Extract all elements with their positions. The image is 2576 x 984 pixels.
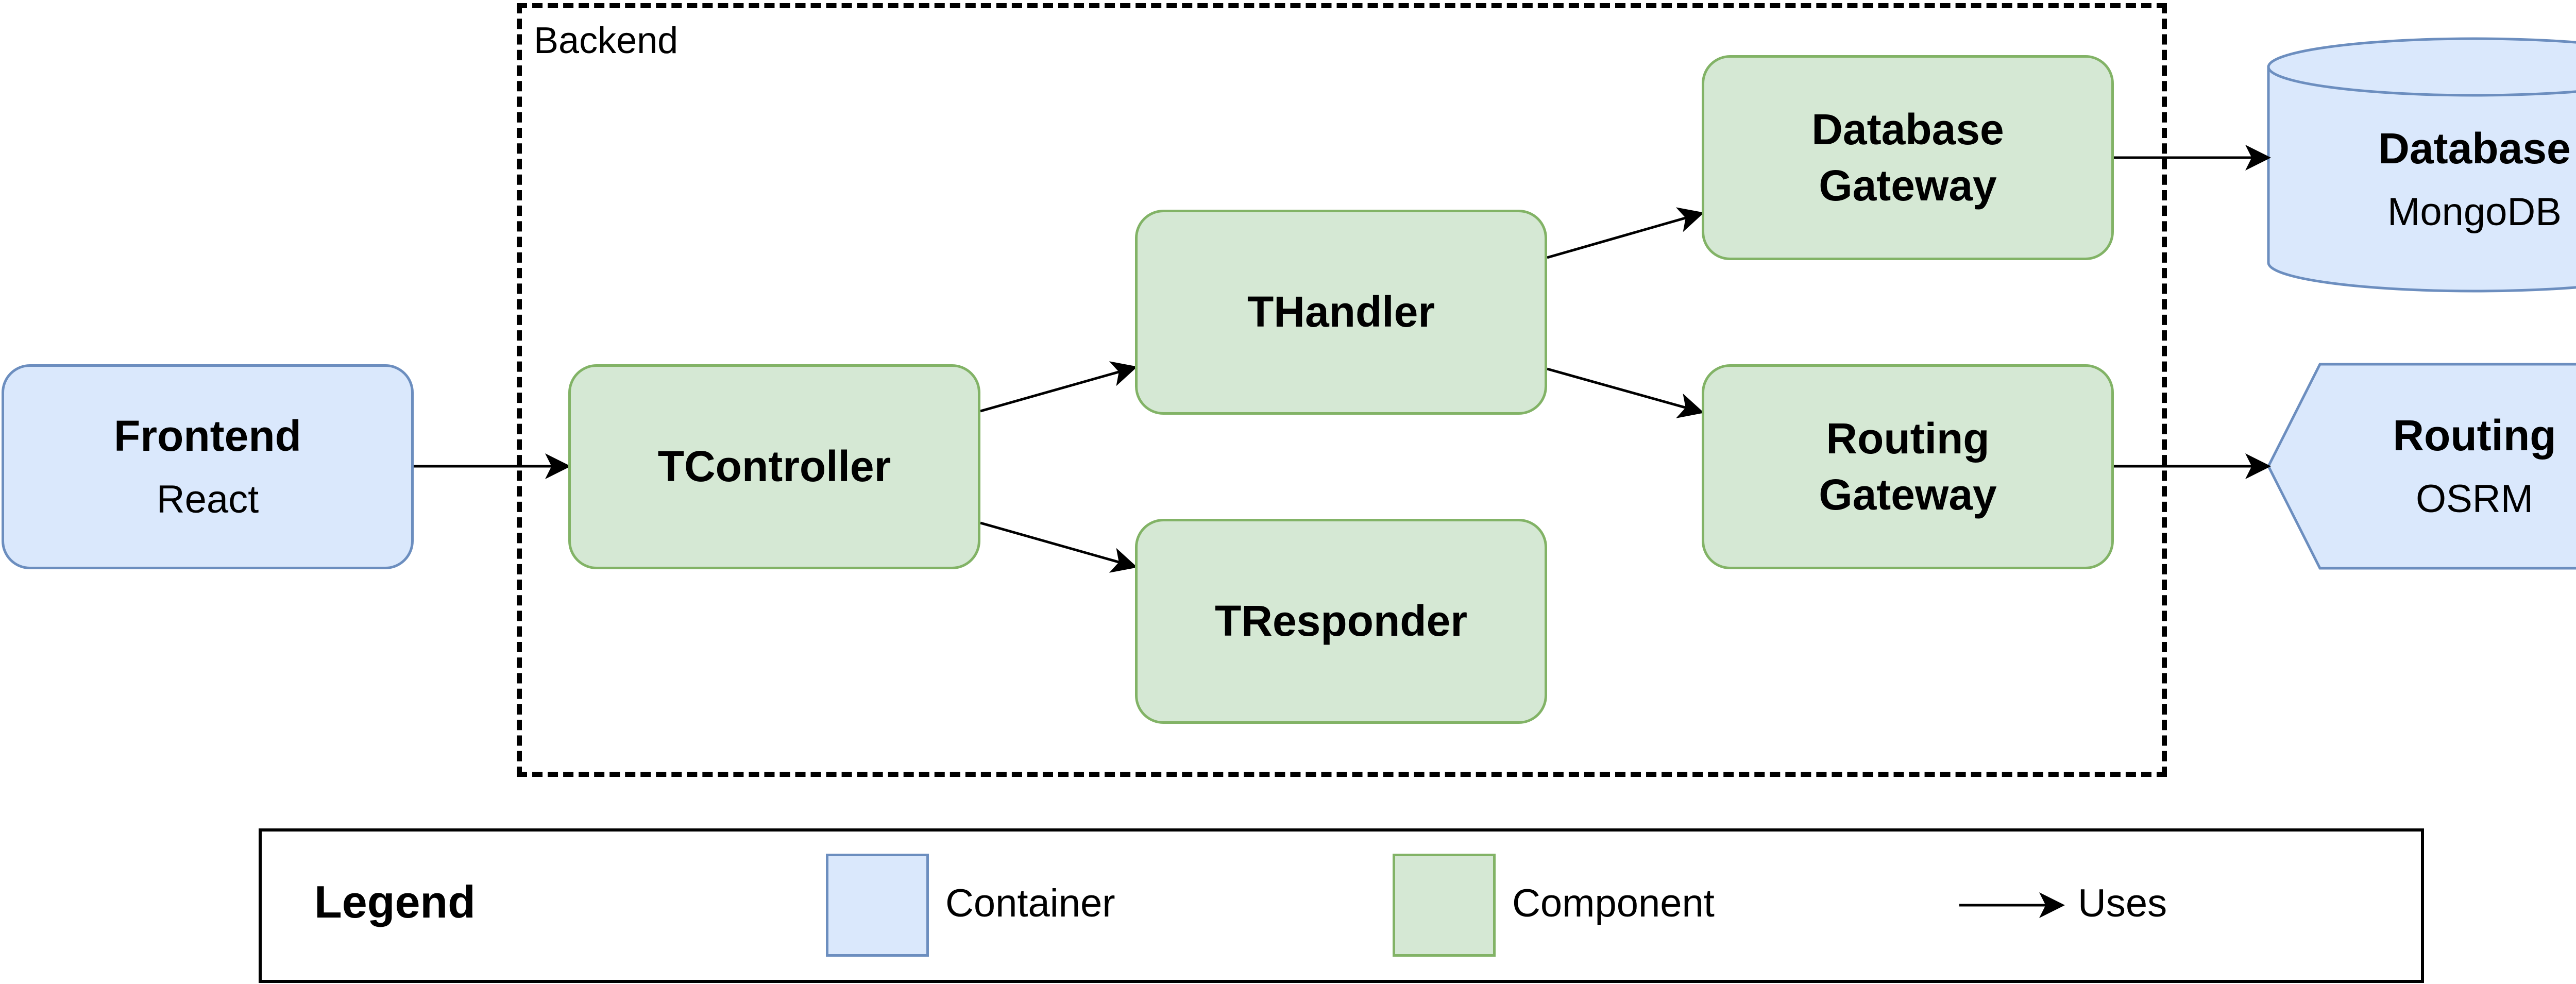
legend-uses-label: Uses bbox=[2078, 881, 2167, 925]
backend-boundary bbox=[517, 3, 2167, 777]
database-title: Database bbox=[2378, 124, 2571, 173]
edge-tcontroller-to-tresponder bbox=[980, 521, 1138, 573]
legend-box bbox=[259, 828, 2424, 983]
database-subtitle: MongoDB bbox=[2387, 190, 2562, 234]
tcontroller-node: TController bbox=[568, 364, 980, 569]
frontend-subtitle: React bbox=[156, 478, 259, 522]
tresponder-node: TResponder bbox=[1135, 519, 1547, 724]
routing-gateway-node: Routing Gateway bbox=[1702, 364, 2114, 569]
edge-thandler-to-database-gateway bbox=[1547, 207, 1704, 259]
thandler-title: THandler bbox=[1247, 287, 1435, 336]
edge-thandler-to-routing-gateway bbox=[1547, 367, 1704, 418]
edge-tcontroller-to-thandler bbox=[980, 361, 1138, 413]
routing-gateway-title: Routing Gateway bbox=[1819, 414, 1997, 519]
routing-title: Routing bbox=[2393, 411, 2556, 460]
legend-container-swatch bbox=[826, 854, 929, 957]
database-gateway-node: Database Gateway bbox=[1702, 55, 2114, 260]
database-node: Database MongoDB bbox=[2268, 95, 2576, 263]
legend-title: Legend bbox=[314, 876, 476, 927]
database-gateway-title: Database Gateway bbox=[1811, 105, 2004, 210]
tcontroller-title: TController bbox=[657, 442, 891, 491]
frontend-node: Frontend React bbox=[2, 364, 414, 569]
routing-hexagon-shape bbox=[2267, 363, 2576, 570]
database-cylinder-shape bbox=[2267, 37, 2576, 293]
backend-boundary-label: Backend bbox=[534, 20, 679, 61]
thandler-node: THandler bbox=[1135, 210, 1547, 415]
legend-component-label: Component bbox=[1512, 881, 1715, 925]
routing-subtitle: OSRM bbox=[2416, 477, 2533, 521]
tresponder-title: TResponder bbox=[1214, 597, 1468, 646]
legend-container-label: Container bbox=[945, 881, 1115, 925]
routing-node: Routing OSRM bbox=[2268, 364, 2576, 568]
frontend-title: Frontend bbox=[114, 412, 301, 460]
legend-component-swatch bbox=[1393, 854, 1496, 957]
